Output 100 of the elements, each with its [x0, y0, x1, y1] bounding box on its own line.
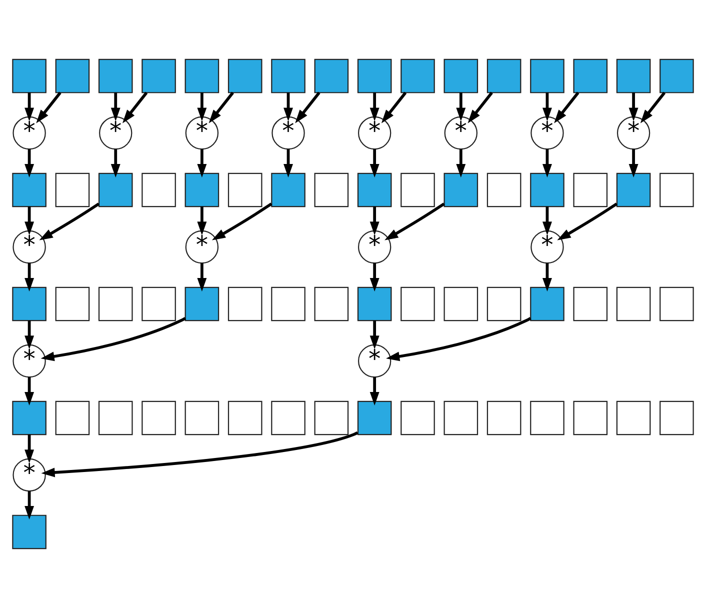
- arrow: [370, 92, 380, 122]
- arrow: [381, 92, 407, 124]
- arrow: [542, 92, 552, 122]
- node-box: [271, 58, 306, 94]
- arrow: [40, 316, 186, 362]
- node-box: [616, 172, 651, 208]
- node-box: [357, 286, 392, 322]
- node-box: [228, 172, 262, 208]
- node-box: [400, 172, 435, 208]
- node-box: [184, 286, 220, 322]
- node-box: [12, 172, 46, 208]
- node-box: [486, 58, 522, 94]
- node-box: [142, 58, 176, 94]
- arrow: [197, 92, 207, 122]
- arrow: [36, 92, 62, 124]
- arrow: [542, 263, 552, 292]
- node-box: [573, 400, 608, 436]
- node-box: [660, 400, 694, 436]
- arrow: [197, 149, 207, 178]
- arrow: [24, 434, 34, 464]
- node-circle: *: [272, 116, 305, 150]
- node-box: [660, 58, 694, 94]
- node-box: [142, 286, 176, 322]
- node-box: [55, 58, 90, 94]
- arrow: [24, 263, 34, 292]
- arrow: [628, 92, 638, 122]
- arrow: [212, 202, 272, 240]
- node-box: [55, 400, 90, 436]
- node-box: [573, 172, 608, 208]
- node-box: [400, 286, 435, 322]
- node-box: [98, 58, 133, 94]
- node-box: [228, 286, 262, 322]
- arrow: [370, 320, 380, 350]
- node-box: [400, 58, 435, 94]
- arrow: [110, 92, 120, 122]
- arrow: [24, 491, 34, 520]
- node-box: [486, 286, 522, 322]
- node-circle: *: [12, 458, 46, 492]
- node-box: [573, 286, 608, 322]
- node-box: [530, 172, 564, 208]
- node-circle: *: [185, 116, 219, 150]
- node-box: [573, 58, 608, 94]
- arrow: [370, 377, 380, 406]
- arrow: [370, 206, 380, 236]
- arrow: [628, 149, 638, 178]
- node-box: [530, 58, 564, 94]
- node-circle: *: [530, 230, 564, 264]
- node-box: [314, 172, 349, 208]
- node-box: [142, 400, 176, 436]
- arrow: [24, 206, 34, 236]
- arrow: [208, 92, 234, 124]
- arrow: [122, 92, 148, 124]
- arrow: [197, 206, 207, 236]
- node-box: [184, 58, 220, 94]
- node-circle: *: [99, 116, 132, 150]
- arrow: [39, 202, 100, 240]
- arrow: [24, 320, 34, 350]
- node-box: [357, 400, 392, 436]
- node-box: [12, 400, 46, 436]
- arrow: [542, 206, 552, 236]
- arrow: [542, 149, 552, 178]
- arrow: [557, 202, 618, 240]
- node-circle: *: [616, 116, 650, 150]
- arrow: [24, 92, 34, 122]
- arrow: [468, 92, 493, 124]
- node-circle: *: [12, 344, 46, 378]
- arrow: [284, 92, 293, 122]
- node-box: [616, 400, 651, 436]
- node-box: [530, 286, 564, 322]
- node-circle: *: [12, 230, 46, 264]
- arrow: [197, 263, 207, 292]
- node-box: [357, 58, 392, 94]
- node-box: [184, 172, 220, 208]
- node-box: [486, 400, 522, 436]
- node-box: [98, 286, 133, 322]
- node-box: [271, 400, 306, 436]
- node-box: [271, 172, 306, 208]
- node-box: [530, 400, 564, 436]
- node-circle: *: [444, 116, 478, 150]
- node-box: [616, 286, 651, 322]
- node-box: [444, 58, 478, 94]
- node-circle: *: [185, 230, 219, 264]
- arrow: [384, 202, 445, 240]
- node-box: [12, 514, 46, 550]
- node-box: [12, 58, 46, 94]
- node-box: [486, 172, 522, 208]
- node-box: [314, 286, 349, 322]
- node-box: [98, 400, 133, 436]
- node-box: [228, 58, 262, 94]
- arrow: [640, 92, 666, 124]
- node-box: [444, 286, 478, 322]
- node-circle: *: [530, 116, 564, 150]
- arrow: [284, 149, 293, 178]
- arrow: [370, 263, 380, 292]
- node-box: [55, 286, 90, 322]
- node-circle: *: [12, 116, 46, 150]
- node-box: [184, 400, 220, 436]
- node-box: [357, 172, 392, 208]
- node-box: [444, 400, 478, 436]
- node-box: [142, 172, 176, 208]
